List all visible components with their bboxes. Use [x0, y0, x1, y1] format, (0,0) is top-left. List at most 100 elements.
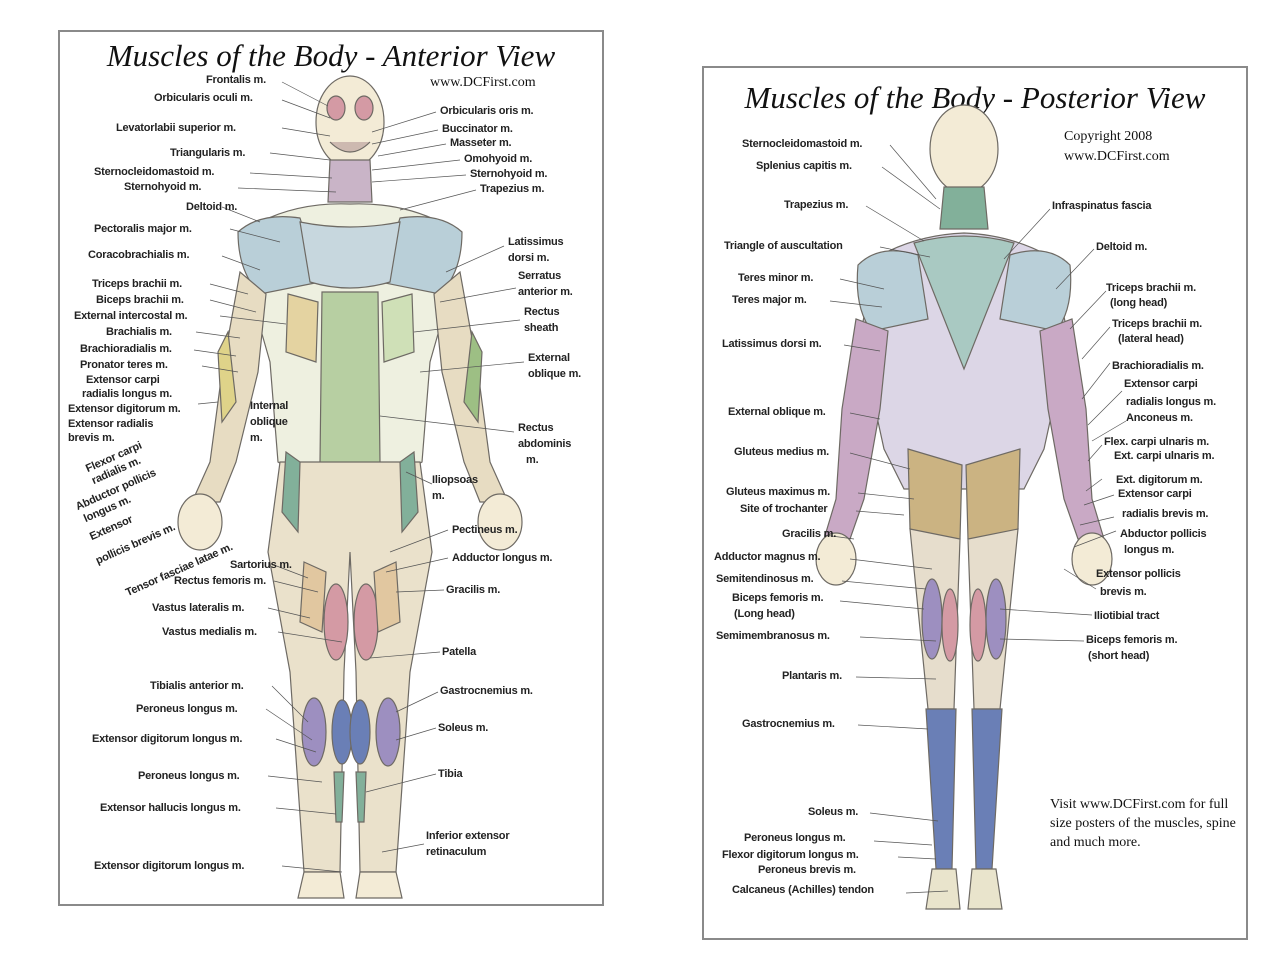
- label-splenius-capitis: Splenius capitis m.: [756, 160, 852, 173]
- label-external-oblique-1: External: [528, 352, 570, 365]
- label-gracilis-posterior: Gracilis m.: [782, 528, 836, 541]
- label-ext-carpi-ulnaris: Ext. carpi ulnaris m.: [1114, 450, 1214, 463]
- label-plantaris: Plantaris m.: [782, 670, 842, 683]
- label-latissimus-dorsi-posterior: Latissimus dorsi m.: [722, 338, 822, 351]
- label-external-oblique-2: oblique m.: [528, 368, 581, 381]
- label-adductor-longus: Adductor longus m.: [452, 552, 552, 565]
- label-anconeus: Anconeus m.: [1126, 412, 1193, 425]
- label-internal-oblique-m: m.: [250, 432, 262, 445]
- label-gluteus-medius: Gluteus medius m.: [734, 446, 829, 459]
- label-external-oblique-posterior: External oblique m.: [728, 406, 826, 419]
- label-radialis-longus-posterior: radialis longus m.: [1126, 396, 1216, 409]
- label-ext-digitorum: Ext. digitorum m.: [1116, 474, 1202, 487]
- label-triceps-brachii-long: Triceps brachii m.: [1106, 282, 1196, 295]
- label-orbicularis-oculi: Orbicularis oculi m.: [154, 92, 253, 105]
- label-long-head-triceps: (long head): [1110, 297, 1167, 310]
- label-trapezius: Trapezius m.: [480, 183, 544, 196]
- label-rectus-abdominis-1: Rectus: [518, 422, 553, 435]
- label-coracobrachialis: Coracobrachialis m.: [88, 249, 189, 262]
- label-extensor-digitorum: Extensor digitorum m.: [68, 403, 181, 416]
- label-brevis: brevis m.: [68, 432, 115, 445]
- label-short-head: (short head): [1088, 650, 1149, 663]
- label-biceps-femoris-short: Biceps femoris m.: [1086, 634, 1177, 647]
- label-radialis-longus: radialis longus m.: [82, 388, 172, 401]
- label-abductor-pollicis-posterior: Abductor pollicis: [1120, 528, 1206, 541]
- label-iliopsoas-m: m.: [432, 490, 444, 503]
- label-extensor-pollicis: Extensor pollicis: [1096, 568, 1181, 581]
- label-pronator-teres: Pronator teres m.: [80, 359, 168, 372]
- label-extensor-digitorum-longus-1: Extensor digitorum longus m.: [92, 733, 242, 746]
- label-vastus-lateralis: Vastus lateralis m.: [152, 602, 244, 615]
- label-flexor-digitorum-longus: Flexor digitorum longus m.: [722, 849, 859, 862]
- label-sternocleidomastoid-posterior: Sternocleidomastoid m.: [742, 138, 862, 151]
- label-orbicularis-oris: Orbicularis oris m.: [440, 105, 533, 118]
- label-brevis-posterior: brevis m.: [1100, 586, 1147, 599]
- label-gluteus-maximus: Gluteus maximus m.: [726, 486, 830, 499]
- label-soleus-posterior: Soleus m.: [808, 806, 858, 819]
- label-triceps-brachii-lateral: Triceps brachii m.: [1112, 318, 1202, 331]
- label-brachioradialis: Brachioradialis m.: [80, 343, 172, 356]
- label-peroneus-longus-posterior: Peroneus longus m.: [744, 832, 846, 845]
- label-sternohyoid-left: Sternohyoid m.: [124, 181, 201, 194]
- label-tibia: Tibia: [438, 768, 462, 781]
- label-internal: Internal: [250, 400, 288, 413]
- label-rectus-abdominis-3: m.: [526, 454, 538, 467]
- label-frontalis: Frontalis m.: [206, 74, 266, 87]
- label-brachialis: Brachialis m.: [106, 326, 172, 339]
- label-sartorius: Sartorius m.: [230, 559, 292, 572]
- label-iliopsoas: Iliopsoas: [432, 474, 478, 487]
- label-peroneus-longus-1: Peroneus longus m.: [136, 703, 238, 716]
- label-inferior-extensor: Inferior extensor: [426, 830, 509, 843]
- posterior-view-poster: Muscles of the Body - Posterior View Cop…: [702, 66, 1248, 940]
- label-infraspinatus-fascia: Infraspinatus fascia: [1052, 200, 1151, 213]
- label-deltoid-posterior: Deltoid m.: [1096, 241, 1147, 254]
- label-rectus-abdominis-2: abdominis: [518, 438, 571, 451]
- label-biceps-brachii: Biceps brachii m.: [96, 294, 184, 307]
- label-flex-carpi-ulnaris: Flex. carpi ulnaris m.: [1104, 436, 1209, 449]
- label-sternohyoid-right: Sternohyoid m.: [470, 168, 547, 181]
- label-omohyoid: Omohyoid m.: [464, 153, 532, 166]
- label-latissimus-dorsi: dorsi m.: [508, 252, 549, 265]
- label-long-head: (Long head): [734, 608, 795, 621]
- label-extensor-carpi-brevis: Extensor carpi: [1118, 488, 1192, 501]
- label-extensor-digitorum-longus-2: Extensor digitorum longus m.: [94, 860, 244, 873]
- label-trapezius-posterior: Trapezius m.: [784, 199, 848, 212]
- label-biceps-femoris-long: Biceps femoris m.: [732, 592, 823, 605]
- label-masseter: Masseter m.: [450, 137, 511, 150]
- label-extensor-carpi-posterior: Extensor carpi: [1124, 378, 1198, 391]
- label-lateral-head: (lateral head): [1118, 333, 1184, 346]
- label-rectus-sheath-2: sheath: [524, 322, 558, 335]
- label-pectoralis-major: Pectoralis major m.: [94, 223, 192, 236]
- label-rectus-sheath-1: Rectus: [524, 306, 559, 319]
- label-peroneus-brevis: Peroneus brevis m.: [758, 864, 856, 877]
- label-iliotibial-tract: Iliotibial tract: [1094, 610, 1159, 623]
- label-pectineus: Pectineus m.: [452, 524, 517, 537]
- visit-promo-text: Visit www.DCFirst.com for full size post…: [1050, 795, 1240, 852]
- label-triangularis: Triangularis m.: [170, 147, 245, 160]
- label-tibialis-anterior: Tibialis anterior m.: [150, 680, 244, 693]
- label-serratus: Serratus: [518, 270, 561, 283]
- label-radialis-brevis: radialis brevis m.: [1122, 508, 1208, 521]
- anterior-view-poster: Muscles of the Body - Anterior View www.…: [58, 30, 604, 906]
- label-abductor-longus-posterior: longus m.: [1124, 544, 1174, 557]
- label-external-intercostal: External intercostal m.: [74, 310, 187, 323]
- label-calcaneus-tendon: Calcaneus (Achilles) tendon: [732, 884, 874, 897]
- label-soleus: Soleus m.: [438, 722, 488, 735]
- label-gracilis: Gracilis m.: [446, 584, 500, 597]
- label-extensor-radialis: Extensor radialis: [68, 418, 153, 431]
- label-buccinator: Buccinator m.: [442, 123, 513, 136]
- label-levator-labii-superior: Levatorlabii superior m.: [116, 122, 236, 135]
- label-gastrocnemius: Gastrocnemius m.: [440, 685, 533, 698]
- label-deltoid: Deltoid m.: [186, 201, 237, 214]
- label-extensor-carpi: Extensor carpi: [86, 374, 160, 387]
- label-adductor-magnus: Adductor magnus m.: [714, 551, 820, 564]
- label-rectus-femoris: Rectus femoris m.: [174, 575, 266, 588]
- label-teres-major: Teres major m.: [732, 294, 807, 307]
- label-semitendinosus: Semitendinosus m.: [716, 573, 813, 586]
- label-oblique: oblique: [250, 416, 288, 429]
- label-vastus-medialis: Vastus medialis m.: [162, 626, 257, 639]
- label-site-of-trochanter: Site of trochanter: [740, 503, 827, 516]
- label-teres-minor: Teres minor m.: [738, 272, 813, 285]
- label-retinaculum: retinaculum: [426, 846, 486, 859]
- label-semimembranosus: Semimembranosus m.: [716, 630, 830, 643]
